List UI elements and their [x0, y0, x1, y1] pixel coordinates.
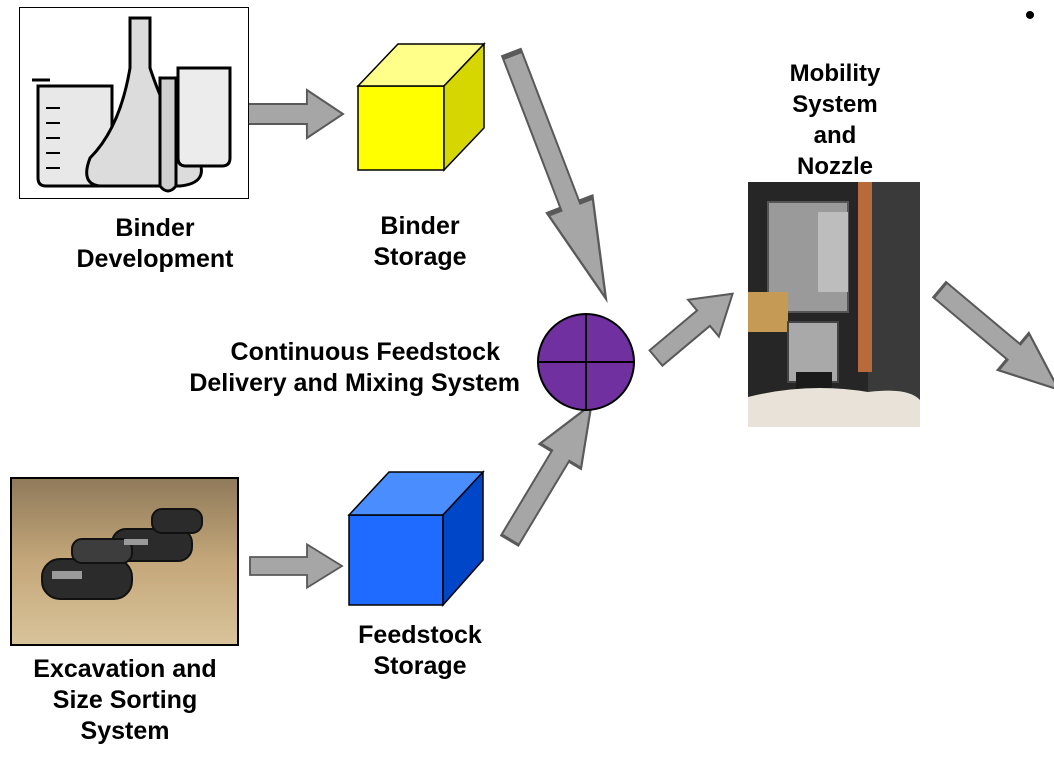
mobility-label-line1: Mobility	[789, 60, 881, 87]
arrow-mobility-out	[923, 270, 1054, 410]
binder-storage-label-line1: Binder	[380, 212, 460, 240]
binder-development-label: Binder Development	[60, 213, 250, 275]
mixing-system-label-line1: Continuous Feedstock	[230, 338, 500, 366]
arrow-binder-storage-to-mixer	[490, 45, 629, 307]
mixing-system-label: Continuous Feedstock Delivery and Mixing…	[80, 337, 520, 399]
feedstock-storage-label-line2: Storage	[373, 652, 467, 680]
binder-development-label-line2: Development	[76, 245, 234, 273]
excavation-label: Excavation and Size Sorting System	[0, 654, 250, 747]
binder-storage-label: Binder Storage	[345, 211, 495, 273]
excavation-label-line3: System	[80, 717, 170, 745]
feedstock-storage-label: Feedstock Storage	[335, 620, 505, 682]
arrow-excavation-to-feedstock	[249, 543, 343, 589]
excavation-label-line2: Size Sorting	[52, 686, 198, 714]
mobility-label-line2: System	[792, 91, 878, 118]
nozzle-machine-icon	[748, 182, 920, 427]
nozzle-image	[748, 182, 920, 427]
binder-development-label-line1: Binder	[115, 214, 195, 242]
arrow-mixer-to-mobility	[639, 274, 750, 378]
mobility-label-line3: and	[813, 122, 857, 149]
excavation-robot-image	[10, 477, 239, 646]
mobility-system-label: Mobility System and Nozzle	[755, 58, 915, 182]
excavation-robot-icon	[12, 479, 237, 644]
lab-glassware-icon	[32, 16, 232, 193]
binder-development-image	[19, 7, 249, 199]
bullet-marker: •	[1024, 0, 1036, 32]
binder-storage-label-line2: Storage	[373, 243, 467, 271]
arrow-feedstock-to-mixer	[487, 390, 614, 554]
arrow-binder-dev-to-storage	[247, 89, 344, 139]
feedstock-storage-label-line1: Feedstock	[358, 621, 482, 649]
mobility-label-line4: Nozzle	[796, 153, 873, 180]
mixing-system-label-line2: Delivery and Mixing System	[189, 369, 520, 397]
excavation-label-line1: Excavation and	[33, 655, 217, 683]
